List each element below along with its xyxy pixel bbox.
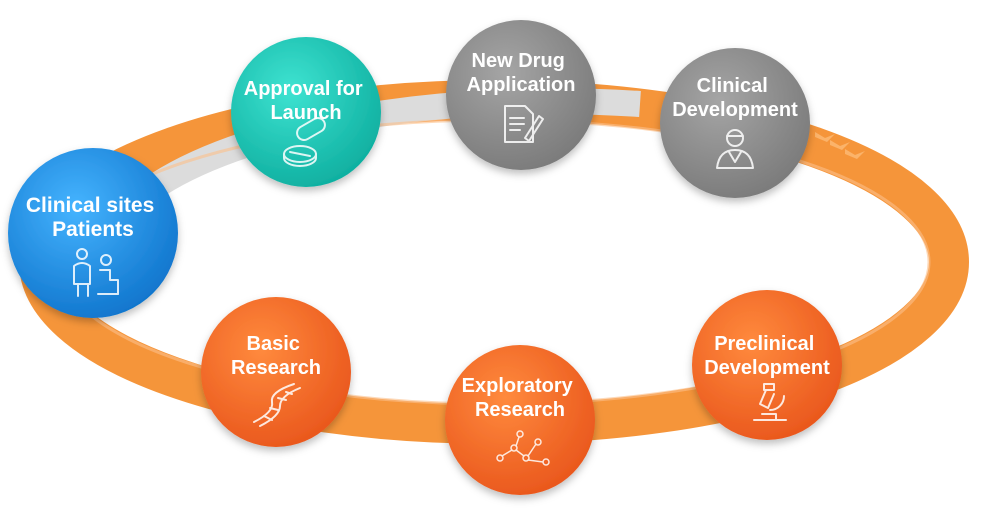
document-pen-icon — [504, 105, 544, 143]
stage-circle-preclinical — [692, 290, 842, 440]
stage-label-approval: Approval for Launch — [244, 78, 368, 124]
stage-label-clinical-sites: Clinical sites Patients — [26, 194, 160, 241]
stage-circle-exploratory — [445, 345, 595, 495]
stage-circle-clinical-sites — [8, 148, 178, 318]
stage-circle-basic — [201, 297, 351, 447]
stage-label-clinical-dev: Clinical Development — [672, 75, 798, 121]
molecule-icon — [496, 430, 550, 466]
chevron-arrows — [815, 132, 865, 159]
microscope-icon — [753, 383, 787, 421]
dna-icon — [253, 383, 301, 427]
stage-label-basic: Basic Research — [231, 333, 321, 379]
stage-circle-clinical-dev — [660, 48, 810, 198]
pills-icon — [283, 117, 326, 167]
stage-label-nda: New Drug Application — [467, 50, 576, 96]
stage-label-exploratory: Exploratory Research — [462, 375, 579, 421]
stage-circle-approval — [231, 37, 381, 187]
stage-circle-nda — [446, 20, 596, 170]
stage-label-preclinical: Preclinical Development — [704, 333, 830, 379]
doctor-icon — [716, 129, 754, 169]
doctor-patient-icon — [73, 248, 119, 297]
